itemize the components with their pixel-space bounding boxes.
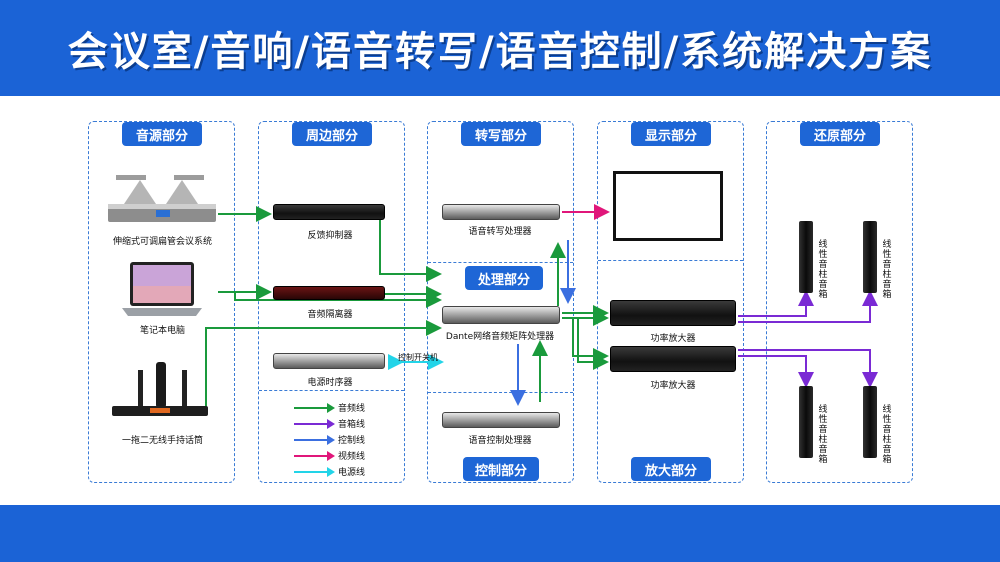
divider-transcribe-bottom bbox=[428, 392, 573, 393]
speaker-3-label: 线性音柱音箱 bbox=[818, 405, 828, 465]
transcriber-label: 语音转写处理器 bbox=[468, 227, 532, 237]
power-sequencer-image bbox=[273, 353, 385, 369]
legend-line-swatch bbox=[294, 451, 335, 461]
legend-label: 电源线 bbox=[338, 468, 366, 478]
header-control: 控制部分 bbox=[463, 457, 539, 481]
transcriber-image bbox=[442, 204, 560, 220]
footer-band bbox=[0, 505, 1000, 562]
voice-control-label: 语音控制处理器 bbox=[468, 436, 532, 446]
feedback-suppressor-image bbox=[273, 204, 385, 220]
conference-mic-system-image bbox=[108, 175, 216, 222]
legend-item: 音箱线 bbox=[294, 417, 404, 431]
audio-isolator-image bbox=[273, 286, 385, 300]
legend-line-swatch bbox=[294, 435, 335, 445]
header-display: 显示部分 bbox=[631, 122, 711, 146]
header-source: 音源部分 bbox=[122, 122, 202, 146]
wireless-mic-image bbox=[112, 362, 208, 416]
speaker-1-label: 线性音柱音箱 bbox=[818, 240, 828, 300]
header-restore: 还原部分 bbox=[800, 122, 880, 146]
amp1-label: 功率放大器 bbox=[650, 334, 696, 344]
page-title: 会议室/音响/语音转写/语音控制/系统解决方案 bbox=[67, 29, 933, 75]
legend-label: 音箱线 bbox=[338, 420, 366, 430]
header-peripheral: 周边部分 bbox=[292, 122, 372, 146]
speaker-2-label: 线性音柱音箱 bbox=[882, 240, 892, 300]
legend-item: 电源线 bbox=[294, 465, 404, 479]
speaker-4-label: 线性音柱音箱 bbox=[882, 405, 892, 465]
mic-system-label: 伸缩式可调扁管会议系统 bbox=[112, 237, 212, 247]
display-screen bbox=[613, 171, 723, 241]
divider-display bbox=[598, 260, 743, 261]
legend-label: 视频线 bbox=[338, 452, 366, 462]
legend: 音频线音箱线控制线视频线电源线 bbox=[294, 401, 404, 481]
zone-peripheral bbox=[258, 121, 405, 483]
laptop-image bbox=[122, 262, 202, 316]
header-amplify: 放大部分 bbox=[631, 457, 711, 481]
sequencer-label: 电源时序器 bbox=[307, 378, 353, 388]
legend-item: 控制线 bbox=[294, 433, 404, 447]
header-band bbox=[0, 0, 1000, 96]
control-switch-label: 控制开关机 bbox=[398, 353, 438, 362]
divider-peripheral bbox=[259, 390, 404, 391]
power-amp-1-image bbox=[610, 300, 736, 326]
laptop-label: 笔记本电脑 bbox=[139, 326, 185, 336]
legend-line-swatch bbox=[294, 419, 335, 429]
voice-control-image bbox=[442, 412, 560, 428]
line-array-speaker-1 bbox=[799, 221, 813, 293]
amp2-label: 功率放大器 bbox=[650, 381, 696, 391]
legend-label: 音频线 bbox=[338, 404, 366, 414]
legend-item: 视频线 bbox=[294, 449, 404, 463]
legend-label: 控制线 bbox=[338, 436, 366, 446]
isolator-label: 音频隔离器 bbox=[307, 310, 353, 320]
divider-transcribe-top bbox=[428, 262, 573, 263]
dante-matrix-image bbox=[442, 306, 560, 324]
zone-transcribe bbox=[427, 121, 574, 483]
legend-line-swatch bbox=[294, 467, 335, 477]
header-processing: 处理部分 bbox=[465, 266, 543, 290]
matrix-label: Dante网络音频矩阵处理器 bbox=[445, 332, 555, 342]
line-array-speaker-3 bbox=[799, 386, 813, 458]
header-transcribe: 转写部分 bbox=[461, 122, 541, 146]
legend-line-swatch bbox=[294, 403, 335, 413]
line-array-speaker-2 bbox=[863, 221, 877, 293]
zone-source bbox=[88, 121, 235, 483]
legend-item: 音频线 bbox=[294, 401, 404, 415]
power-amp-2-image bbox=[610, 346, 736, 372]
wireless-mic-label: 一拖二无线手持话筒 bbox=[121, 436, 203, 446]
line-array-speaker-4 bbox=[863, 386, 877, 458]
feedback-label: 反馈抑制器 bbox=[307, 231, 353, 241]
